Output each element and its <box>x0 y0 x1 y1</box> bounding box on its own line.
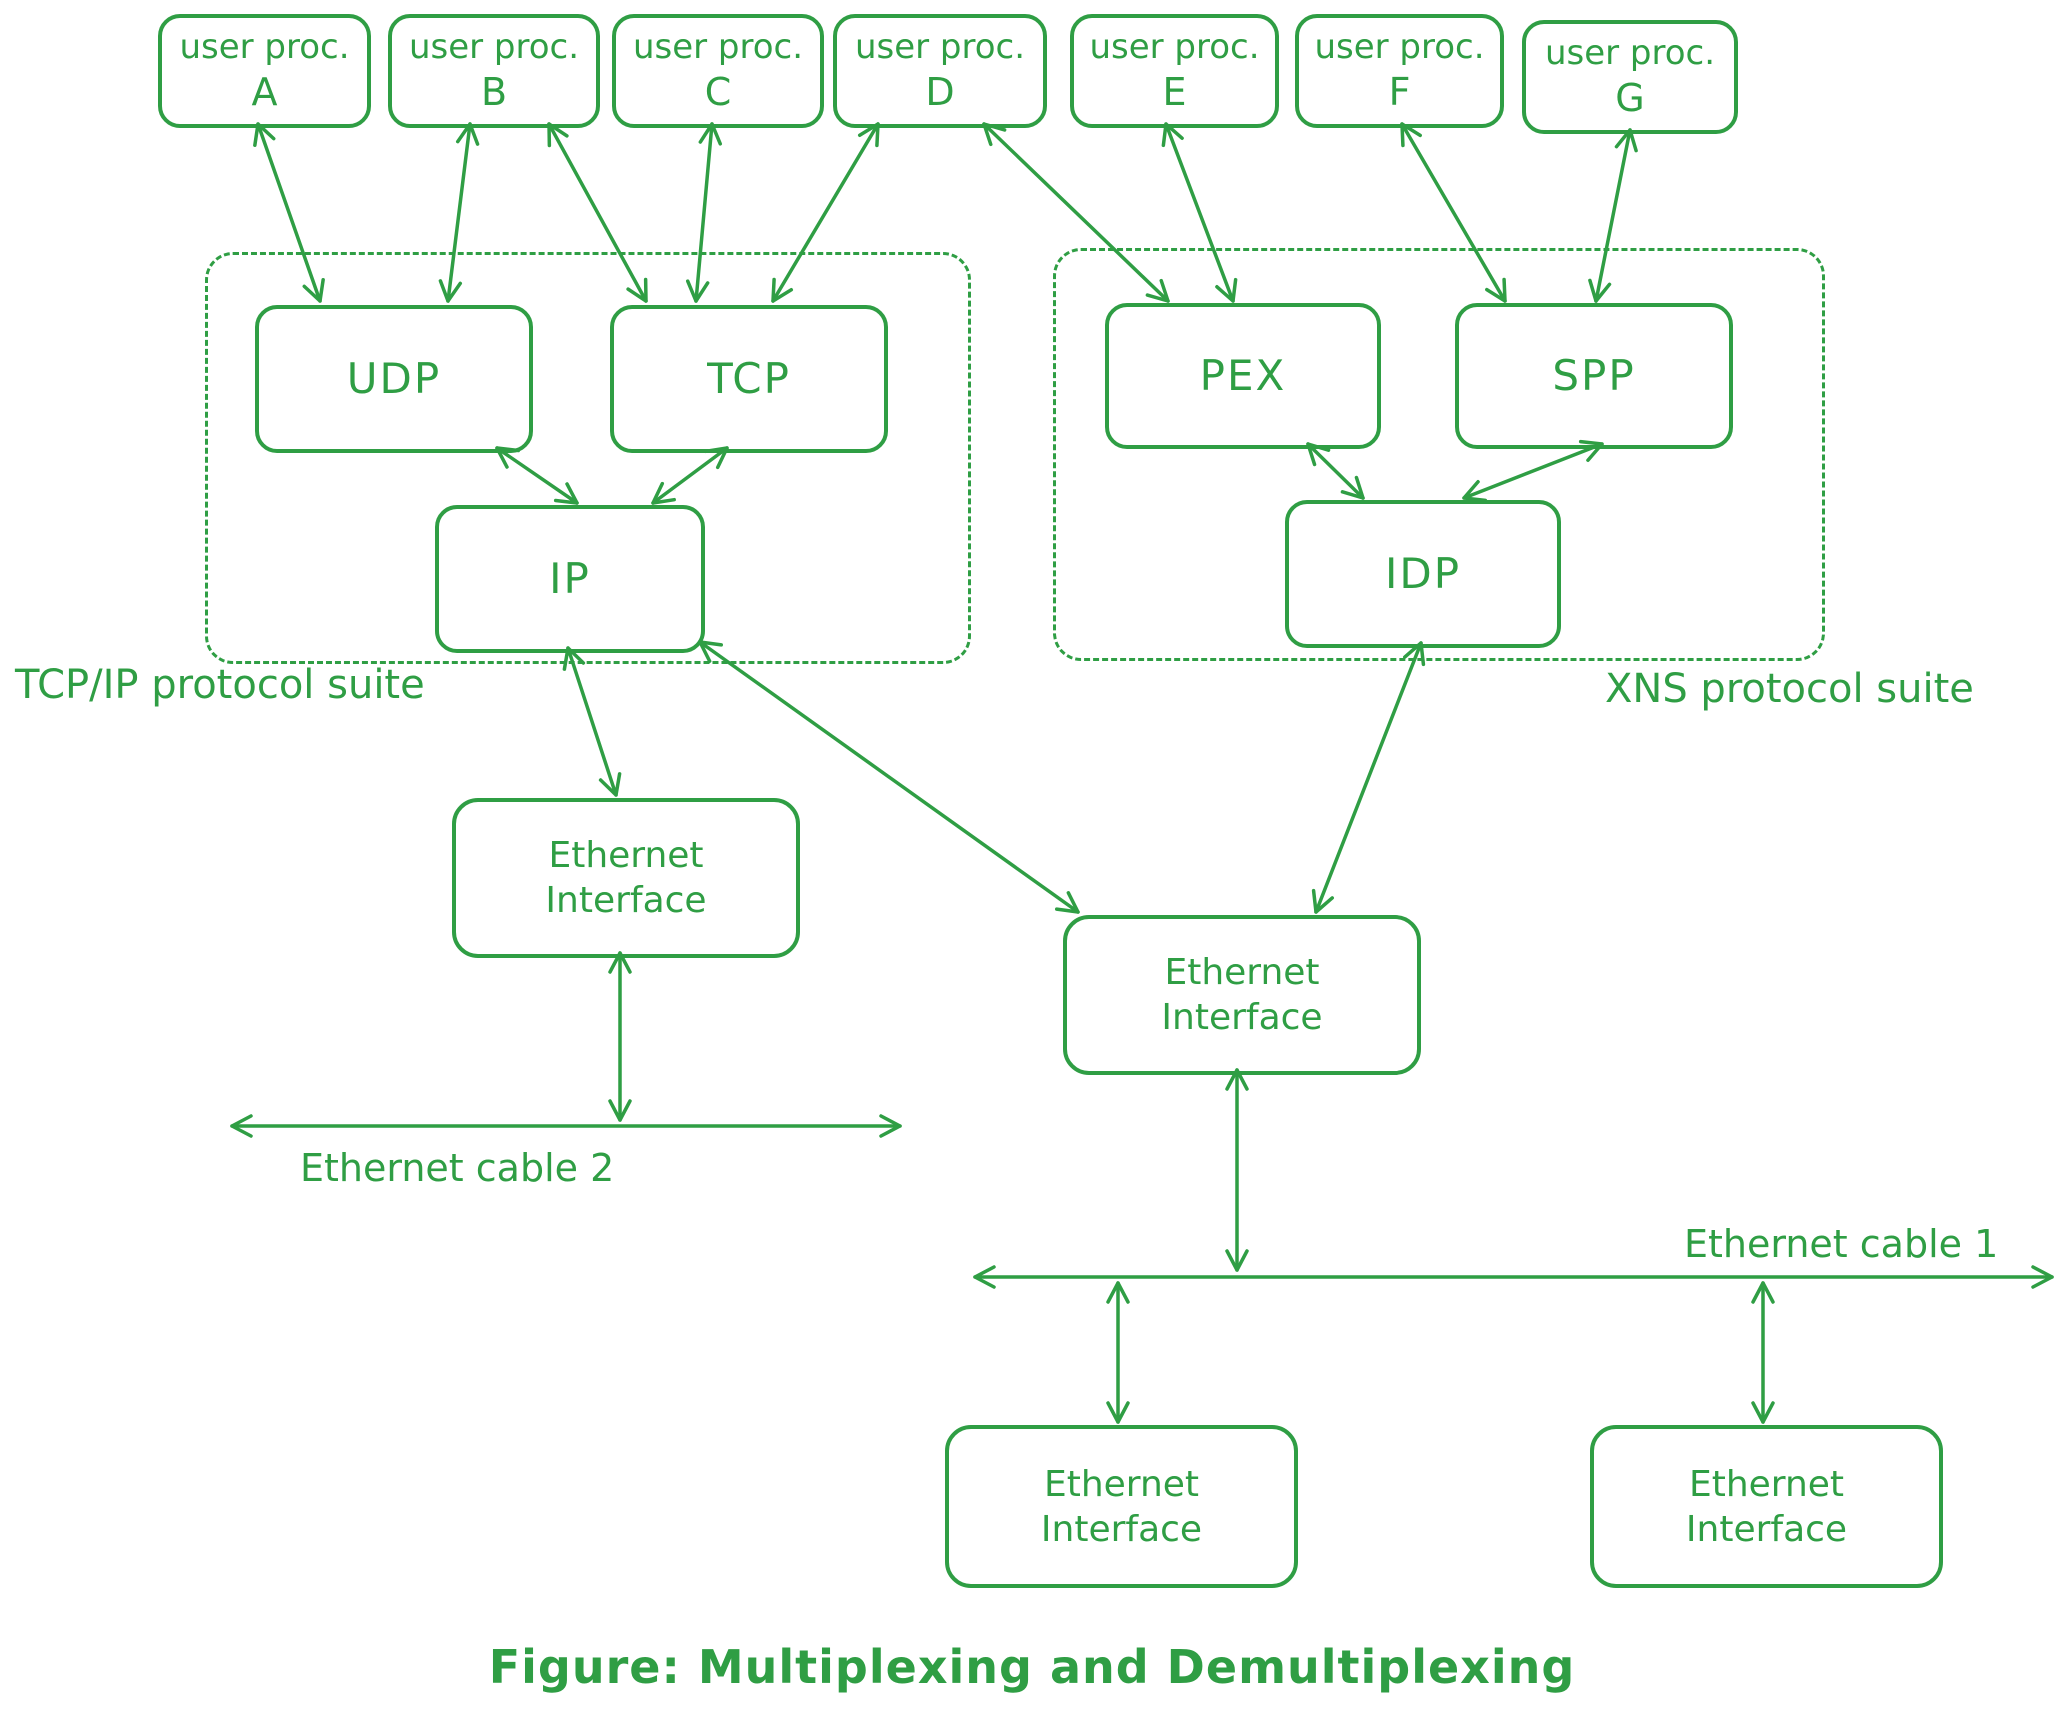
ethernet-interface-middle-line1: Ethernet <box>1164 952 1320 993</box>
ethernet-interface-bottom-right-node: Ethernet Interface <box>1590 1425 1943 1588</box>
user-proc-b-label: user proc. <box>408 27 580 67</box>
user-proc-f-label: user proc. <box>1314 27 1485 67</box>
ethernet-cable2-label: Ethernet cable 2 <box>300 1146 615 1190</box>
user-proc-c-node: user proc. C <box>612 14 824 128</box>
user-proc-e-node: user proc. E <box>1070 14 1279 128</box>
tcpip-suite-label: TCP/IP protocol suite <box>15 662 425 708</box>
idp-node: IDP <box>1285 500 1561 648</box>
arrow-user-e-pex <box>1161 122 1238 303</box>
ethernet-interface-bottom-left-line1: Ethernet <box>1043 1463 1200 1505</box>
ethernet-interface-middle-line2: Interface <box>1161 997 1323 1038</box>
spp-node: SPP <box>1455 303 1733 449</box>
user-proc-f-letter: F <box>1388 69 1411 114</box>
ethernet-interface-left-line2: Interface <box>545 880 707 921</box>
pex-node: PEX <box>1105 303 1381 449</box>
figure-caption: Figure: Multiplexing and Demultiplexing <box>488 1640 1576 1694</box>
arrow-spp-idp <box>1462 439 1604 503</box>
user-proc-e-label: user proc. <box>1089 27 1260 67</box>
user-proc-f-node: user proc. F <box>1295 14 1504 128</box>
arrow-idp-ethernet-middle <box>1311 641 1426 914</box>
user-proc-a-label: user proc. <box>179 27 350 67</box>
ethernet-interface-bottom-left-line2: Interface <box>1040 1508 1203 1550</box>
arrow-user-c-tcp <box>686 122 722 303</box>
user-proc-a-letter: A <box>251 69 278 114</box>
ethernet-interface-middle-node: Ethernet Interface <box>1063 915 1421 1075</box>
user-proc-b-letter: B <box>480 69 508 114</box>
ip-label: IP <box>549 553 591 603</box>
arrow-user-d-pex <box>982 122 1170 303</box>
xns-suite-container <box>1053 248 1825 661</box>
user-proc-b-node: user proc. B <box>388 14 600 128</box>
ethernet-interface-left-node: Ethernet Interface <box>452 798 800 958</box>
spp-label: SPP <box>1552 350 1636 400</box>
user-proc-d-node: user proc. D <box>833 14 1047 128</box>
arrow-user-d-tcp <box>771 122 880 303</box>
user-proc-g-label: user proc. <box>1544 33 1716 73</box>
xns-suite-label: XNS protocol suite <box>1605 666 1974 712</box>
arrow-ip-ethernet-left <box>562 646 622 797</box>
ethernet-interface-bottom-right-line2: Interface <box>1685 1508 1848 1550</box>
user-proc-g-letter: G <box>1615 75 1645 120</box>
tcp-node: TCP <box>610 305 888 453</box>
arrow-tcp-ip <box>651 446 729 505</box>
user-proc-c-label: user proc. <box>632 27 804 67</box>
user-proc-c-letter: C <box>704 69 732 114</box>
ethernet-interface-left-line1: Ethernet <box>548 835 704 876</box>
idp-label: IDP <box>1384 548 1462 598</box>
ethernet-interface-bottom-left-node: Ethernet Interface <box>945 1425 1298 1588</box>
udp-label: UDP <box>346 353 442 403</box>
user-proc-d-letter: D <box>925 69 955 114</box>
ethernet-cable1-label: Ethernet cable 1 <box>1684 1222 1999 1266</box>
tcp-label: TCP <box>707 353 791 403</box>
arrow-user-a-udp <box>253 122 325 303</box>
arrow-ip-ethernet-middle <box>698 640 1080 914</box>
ethernet-interface-bottom-right-line1: Ethernet <box>1688 1463 1845 1505</box>
arrow-user-b-tcp <box>547 122 648 303</box>
user-proc-e-letter: E <box>1162 69 1187 114</box>
pex-label: PEX <box>1199 350 1287 400</box>
arrow-user-f-spp <box>1400 122 1507 303</box>
arrow-user-b-udp <box>438 122 480 303</box>
user-proc-a-node: user proc. A <box>158 14 371 128</box>
user-proc-g-node: user proc. G <box>1522 20 1738 134</box>
arrow-user-g-spp <box>1588 128 1638 303</box>
udp-node: UDP <box>255 305 533 453</box>
arrow-udp-ip <box>495 446 579 505</box>
ip-node: IP <box>435 505 705 653</box>
user-proc-d-label: user proc. <box>854 27 1026 67</box>
tcpip-suite-container <box>205 252 971 664</box>
arrow-pex-idp <box>1306 442 1365 500</box>
